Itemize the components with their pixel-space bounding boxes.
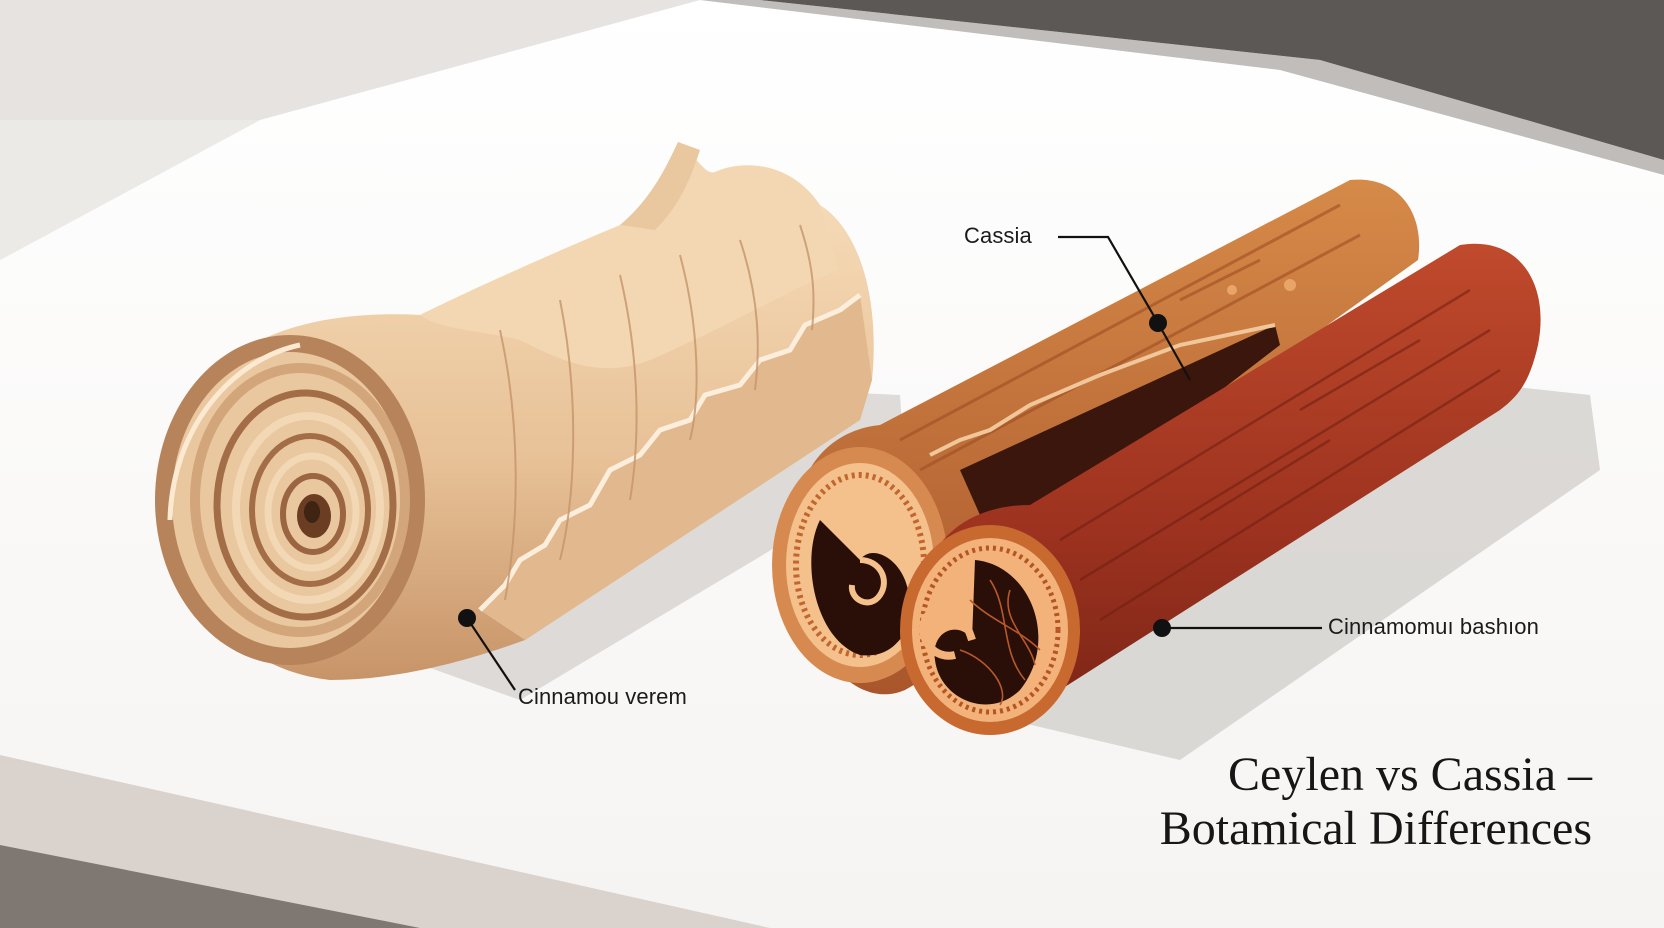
right-marker-dot xyxy=(1153,619,1171,637)
cassia-sticks xyxy=(772,179,1541,735)
left-leader-line xyxy=(466,617,516,691)
leader-lines xyxy=(458,235,1322,691)
label-ceylon-quill: Cinnamou verem xyxy=(518,684,687,709)
left-marker-dot xyxy=(458,609,476,627)
label-cassia-stick: Cinnamomuı bashıon xyxy=(1328,614,1539,639)
ceylon-quill xyxy=(155,142,874,680)
title-line-2: Botamical Differences xyxy=(1159,802,1592,855)
title-line-1: Ceylen vs Cassia – xyxy=(1228,748,1592,801)
cassia-marker-dot xyxy=(1149,314,1167,332)
cassia-leader-line xyxy=(1058,235,1191,381)
diagram-title: Ceylen vs Cassia – Botamical Differences xyxy=(1160,748,1592,856)
label-cassia: Cassia xyxy=(964,223,1032,248)
